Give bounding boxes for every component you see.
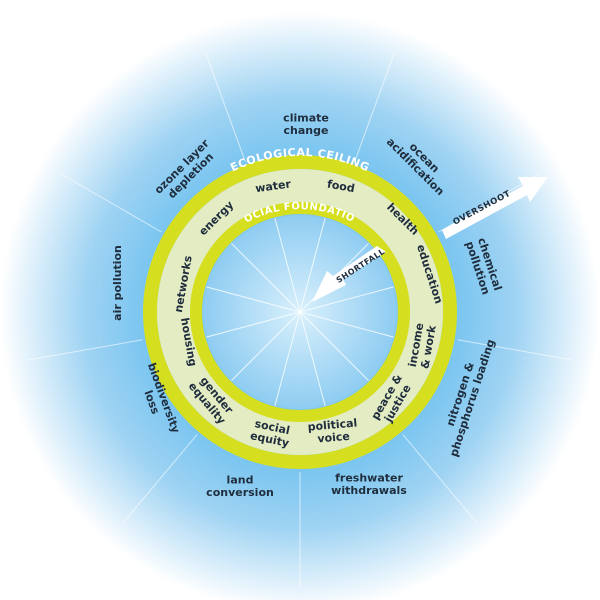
outer-divider (122, 434, 198, 523)
social-label-food-line: food (326, 178, 356, 196)
social-label-water: water (254, 177, 292, 195)
inner-divider (299, 311, 369, 381)
outer-divider-lines (29, 53, 571, 587)
eco-label-air-pollution: air pollution (111, 245, 124, 321)
inner-divider (206, 311, 301, 338)
eco-label-freshwater-withdrawals-line: freshwater (335, 472, 403, 485)
outer-divider (205, 53, 246, 162)
inner-divider (299, 311, 394, 338)
social-label-political-voice-line: political (307, 416, 358, 433)
inner-divider (299, 286, 394, 313)
outer-divider (457, 339, 571, 361)
eco-label-land-conversion-line: land (227, 474, 254, 487)
inner-divider (231, 311, 301, 381)
inner-divider (274, 218, 301, 313)
doughnut-band (157, 169, 443, 455)
outer-divider (438, 174, 539, 233)
social-label-water-line: water (254, 177, 292, 195)
eco-label-land-conversion-line: conversion (206, 486, 274, 499)
ecological-ceiling-ring (143, 155, 457, 469)
eco-label-climate-change-line: change (284, 124, 329, 137)
inner-divider (231, 243, 301, 313)
outer-divider (402, 434, 478, 523)
outer-divider (29, 339, 143, 361)
inner-divider (299, 218, 326, 313)
inner-divider (299, 311, 326, 406)
eco-label-climate-change-line: climate (283, 112, 329, 125)
eco-label-freshwater-withdrawals-line: withdrawals (331, 484, 407, 497)
eco-label-air-pollution-line: air pollution (111, 245, 124, 321)
social-label-political-voice: politicalvoice (307, 416, 359, 446)
outer-divider (354, 53, 395, 162)
social-label-political-voice-line: voice (317, 430, 350, 446)
inner-divider (206, 286, 301, 313)
inner-divider-lines (206, 218, 394, 406)
social-label-food: food (326, 178, 356, 196)
outer-divider (61, 174, 162, 233)
inner-divider (274, 311, 301, 406)
social-foundation-ring (190, 202, 410, 422)
